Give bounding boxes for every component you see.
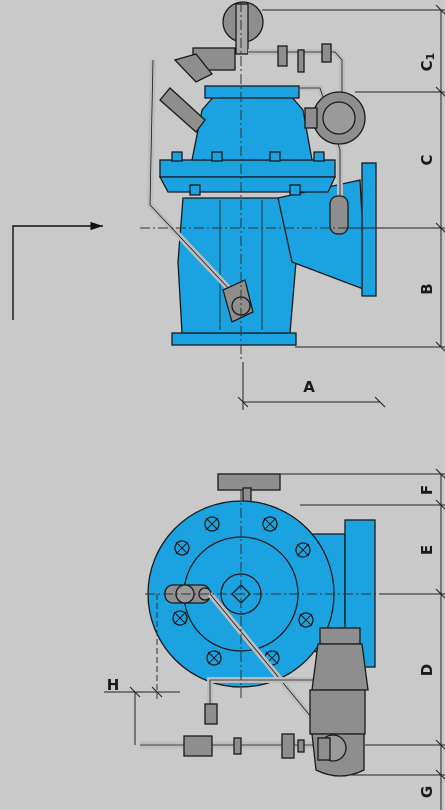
- ejector: [159, 87, 206, 133]
- dimension-label-c1: C1: [418, 53, 437, 72]
- dimension-label-a: A: [303, 378, 315, 396]
- end-view: [140, 473, 376, 777]
- dimension-label-g: G: [418, 786, 436, 798]
- dimension-lines-bottom: [104, 468, 445, 810]
- flow-arrow: [12, 221, 103, 320]
- dimension-label-e: E: [418, 545, 436, 555]
- dimension-label-c: C: [418, 154, 436, 165]
- bonnet-top: [204, 85, 300, 99]
- body-flange: [159, 159, 336, 178]
- bonnet: [191, 94, 313, 161]
- outlet-flange: [361, 162, 377, 297]
- dimension-label-h: H: [107, 676, 120, 694]
- base-flange: [171, 332, 297, 346]
- dimension-label-f: F: [418, 485, 436, 495]
- side-view: [146, 1, 377, 346]
- dimension-label-b: B: [418, 283, 436, 294]
- pilot-control-body: [311, 643, 369, 691]
- body-flange-lip: [158, 176, 337, 193]
- dimension-lines-top: [237, 4, 445, 410]
- pilot-control-cap: [319, 627, 361, 645]
- dimension-label-d: D: [418, 664, 436, 676]
